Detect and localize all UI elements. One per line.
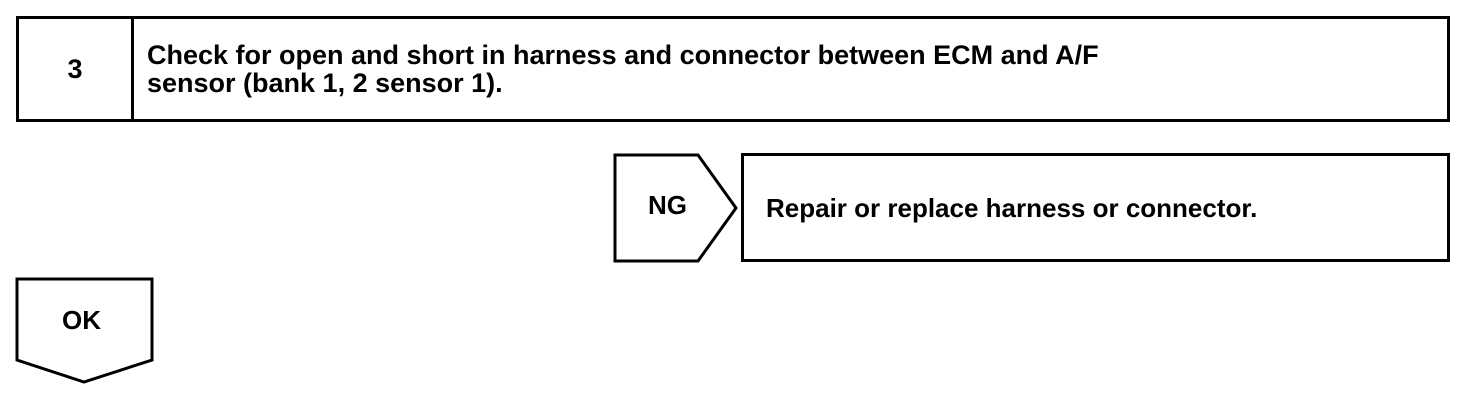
step-box: 3 Check for open and short in harness an… — [16, 16, 1450, 122]
step-description: Check for open and short in harness and … — [147, 41, 1437, 97]
step-number: 3 — [19, 19, 134, 119]
ng-action-text: Repair or replace harness or connector. — [766, 193, 1258, 223]
ng-label: NG — [648, 190, 687, 220]
step-description-line-1: Check for open and short in harness and … — [147, 40, 1099, 70]
ng-action-box: Repair or replace harness or connector. — [741, 153, 1450, 262]
ng-arrow-shape — [613, 153, 738, 263]
step-description-line-2: sensor (bank 1, 2 sensor 1). — [147, 68, 503, 98]
ok-label: OK — [62, 305, 101, 335]
ok-arrow-shape — [15, 277, 154, 384]
